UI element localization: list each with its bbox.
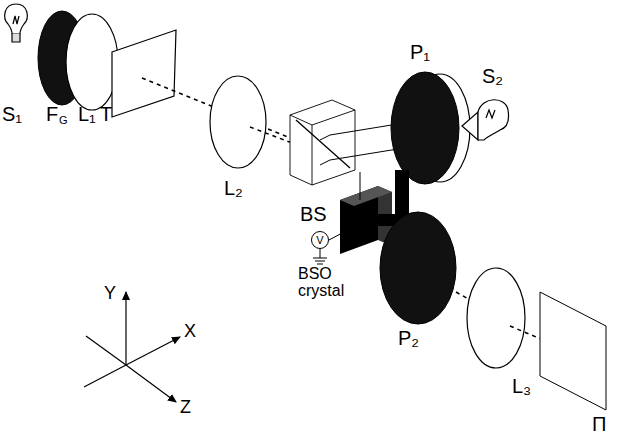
lens-l2 — [210, 76, 266, 168]
part-label: BSO crystal — [298, 266, 358, 300]
part-label: F — [46, 104, 58, 125]
voltage-label: V — [316, 235, 323, 246]
part-label: Π — [592, 414, 606, 435]
mount-bar — [395, 170, 409, 218]
screen — [540, 292, 606, 410]
lens-l1 — [66, 14, 118, 110]
part-label: L₁ — [78, 104, 96, 125]
polarizer-p1 — [391, 72, 459, 184]
part-label: G — [59, 115, 68, 127]
lamp-s2 — [462, 100, 509, 140]
part-label: L₃ — [512, 376, 531, 397]
part-label: L₂ — [224, 178, 243, 199]
beam-splitter — [290, 100, 355, 185]
part-label: Y — [104, 284, 116, 303]
optical-axis — [456, 292, 470, 300]
part-label: S₁ — [2, 104, 22, 125]
part-label: BS — [300, 204, 327, 225]
lamp-s1 — [5, 4, 28, 42]
lens-l3 — [467, 268, 525, 368]
part-label: P₁ — [410, 42, 430, 63]
transparency-t — [112, 30, 176, 117]
voltmeter-symbol: V — [311, 231, 329, 249]
polarizer-p2 — [380, 212, 456, 324]
part-label: S₂ — [482, 66, 503, 87]
coordinate-axes — [84, 292, 180, 402]
part-label: T — [100, 104, 112, 125]
part-label: P₂ — [398, 328, 419, 349]
part-label: Z — [180, 398, 191, 417]
part-label: X — [184, 322, 196, 341]
